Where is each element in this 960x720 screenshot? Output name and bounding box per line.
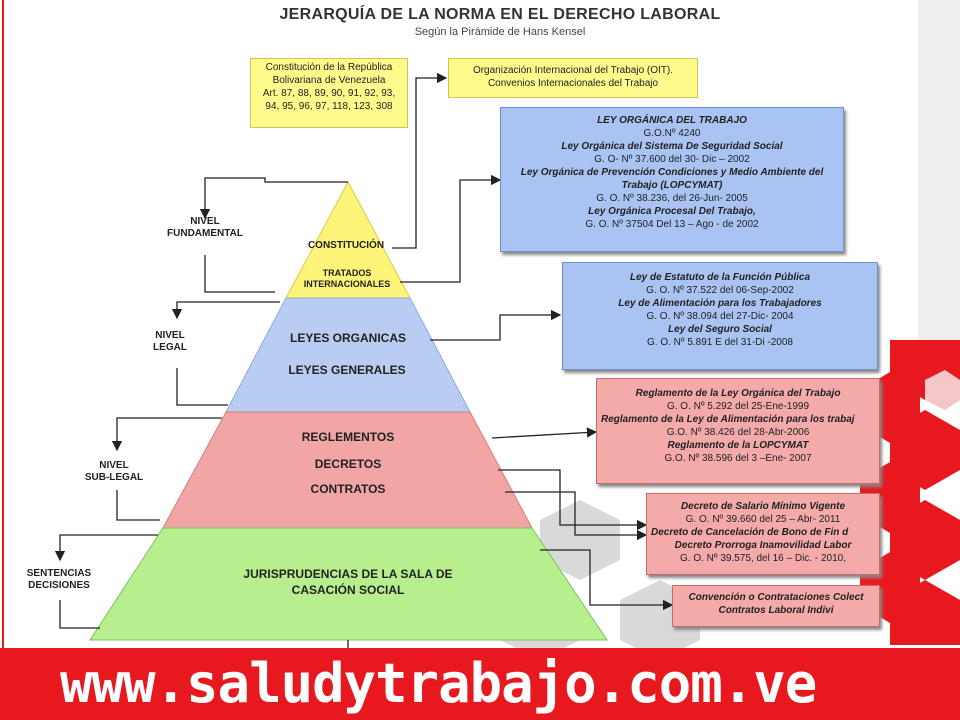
organic-laws-box: LEY ORGÁNICA DEL TRABAJO G.O.Nº 4240 Ley… xyxy=(500,107,844,252)
footer-url-link[interactable]: www.saludytrabajo.com.ve xyxy=(60,652,817,715)
sentencias-word: SENTENCIAS xyxy=(26,568,92,579)
pyramid-tier-legal xyxy=(225,297,471,413)
level-fundamental-label: NIVEL FUNDAMENTAL xyxy=(150,216,260,240)
juris-line2: CASACIÓN SOCIAL xyxy=(291,583,405,597)
decrees-box: Decreto de Salario Mínimo Vigente G. O. … xyxy=(646,493,880,575)
organic-law-4-title: Ley Orgánica Procesal Del Trabajo, xyxy=(588,206,756,217)
organic-law-4-ref: G. O. Nº 37504 Del 13 – Ago - de 2002 xyxy=(585,219,759,230)
footer-banner xyxy=(0,648,960,720)
pyramid-label-leyes-organicas: LEYES ORGANICAS xyxy=(289,331,406,345)
constitution-box-line2: Bolivariana de Venezuela xyxy=(272,75,386,86)
general-law-3-ref: G. O. Nº 5.891 E del 31-Di -2008 xyxy=(647,337,793,348)
level-fundamental-word1: NIVEL xyxy=(190,216,220,227)
level-legal-word1: NIVEL xyxy=(155,330,185,341)
level-sublegal-word1: NIVEL xyxy=(99,460,129,471)
pyramid-label-decretos: DECRETOS xyxy=(314,457,382,471)
general-law-1-ref: G. O. Nº 37.522 del 06-Sep-2002 xyxy=(646,285,794,296)
pyramid-tier-base xyxy=(89,527,608,641)
regulation-1-title: Reglamento de la Ley Orgánica del Trabaj… xyxy=(635,388,841,399)
tratados-line1: TRATADOS xyxy=(322,268,372,278)
tratados-line2: INTERNACIONALES xyxy=(303,279,391,289)
level-fundamental-word2: FUNDAMENTAL xyxy=(167,228,243,239)
pyramid-label-constitucion: CONSTITUCIÓN xyxy=(307,240,385,251)
sentencias-decisiones-label: SENTENCIAS DECISIONES xyxy=(14,568,104,592)
organic-law-3-title: Ley Orgánica de Prevención Condiciones y… xyxy=(520,167,824,178)
regulation-2-ref: G.O. Nº 38.426 del 28-Abr-2006 xyxy=(666,427,810,438)
contracts-box: Convención o Contrataciones Colect Contr… xyxy=(672,585,880,627)
decisiones-word: DECISIONES xyxy=(28,580,90,591)
regulation-3-title: Reglamento de la LOPCYMAT xyxy=(667,440,809,451)
level-sublegal-word2: SUB-LEGAL xyxy=(84,472,144,483)
regulation-3-ref: G.O. Nº 38.596 del 3 –Ene- 2007 xyxy=(664,453,812,464)
level-legal-label: NIVEL LEGAL xyxy=(140,330,200,354)
level-sublegal-label: NIVEL SUB-LEGAL xyxy=(74,460,154,484)
organic-law-2-ref: G. O- Nº 37.600 del 30- Dic – 2002 xyxy=(594,154,750,165)
contracts-box-line2: Contratos Laboral Indivi xyxy=(718,605,834,616)
contracts-box-line1: Convención o Contrataciones Colect xyxy=(688,592,864,603)
general-law-3-title: Ley del Seguro Social xyxy=(668,324,772,335)
organic-law-3-ref: G. O. Nº 38.236, del 26-Jun- 2005 xyxy=(596,193,748,204)
general-law-2-title: Ley de Alimentación para los Trabajadore… xyxy=(618,298,822,309)
general-law-1-title: Ley de Estatuto de la Función Pública xyxy=(629,272,811,283)
general-law-2-ref: G. O. Nº 38.094 del 27-Dic- 2004 xyxy=(646,311,794,322)
pyramid-label-tratados: TRATADOS INTERNACIONALES xyxy=(282,268,412,290)
pyramid-label-reglamentos: REGLEMENTOS xyxy=(301,430,395,444)
decree-3-ref: G. O. Nº 39.575, del 16 – Dic. - 2010, xyxy=(680,553,846,564)
organic-law-1-ref: G.O.Nº 4240 xyxy=(643,128,701,139)
regulation-2-title: Reglamento de la Ley de Alimentación par… xyxy=(601,414,855,425)
organic-law-1-title: LEY ORGÁNICA DEL TRABAJO xyxy=(597,115,747,126)
regulation-1-ref: G. O. Nº 5.292 del 25-Ene-1999 xyxy=(666,401,810,412)
pyramid-label-jurisprudencias: JURISPRUDENCIAS DE LA SALA DE CASACIÓN S… xyxy=(198,566,498,598)
organic-law-3-title-cont: Trabajo (LOPCYMAT) xyxy=(621,180,723,191)
constitution-box-line1: Constitución de la República xyxy=(265,62,393,73)
constitution-box-line4: 94, 95, 96, 97, 118, 123, 308 xyxy=(265,101,393,112)
regulations-box: Reglamento de la Ley Orgánica del Trabaj… xyxy=(596,378,880,484)
pyramid-label-contratos: CONTRATOS xyxy=(310,482,386,496)
decree-1-title: Decreto de Salario Mínimo Vigente xyxy=(680,501,846,512)
constitution-articles-box: Constitución de la República Bolivariana… xyxy=(250,58,408,128)
decree-2-title: Decreto de Cancelación de Bono de Fin d xyxy=(651,527,849,538)
oit-box-line2: Convenios Internacionales del Trabajo xyxy=(487,78,659,89)
oit-box-line1: Organización Internacional del Trabajo (… xyxy=(472,65,674,76)
constitution-box-line3: Art. 87, 88, 89, 90, 91, 92, 93, xyxy=(262,88,396,99)
oit-box: Organización Internacional del Trabajo (… xyxy=(448,58,698,98)
pyramid-label-leyes-generales: LEYES GENERALES xyxy=(288,363,406,377)
decree-3-title: Decreto Prorroga Inamovilidad Labor xyxy=(674,540,852,551)
decree-1-ref: G. O. Nº 39.660 del 25 – Abr- 2011 xyxy=(685,514,841,525)
diagram-subtitle: Según la Pirámide de Hans Kensel xyxy=(414,26,586,38)
diagram-title: JERARQUÍA DE LA NORMA EN EL DERECHO LABO… xyxy=(279,6,721,23)
general-laws-box: Ley de Estatuto de la Función Pública G.… xyxy=(562,262,878,370)
juris-line1: JURISPRUDENCIAS DE LA SALA DE xyxy=(243,567,453,581)
level-legal-word2: LEGAL xyxy=(153,342,187,353)
organic-law-2-title: Ley Orgánica del Sistema De Seguridad So… xyxy=(561,141,783,152)
